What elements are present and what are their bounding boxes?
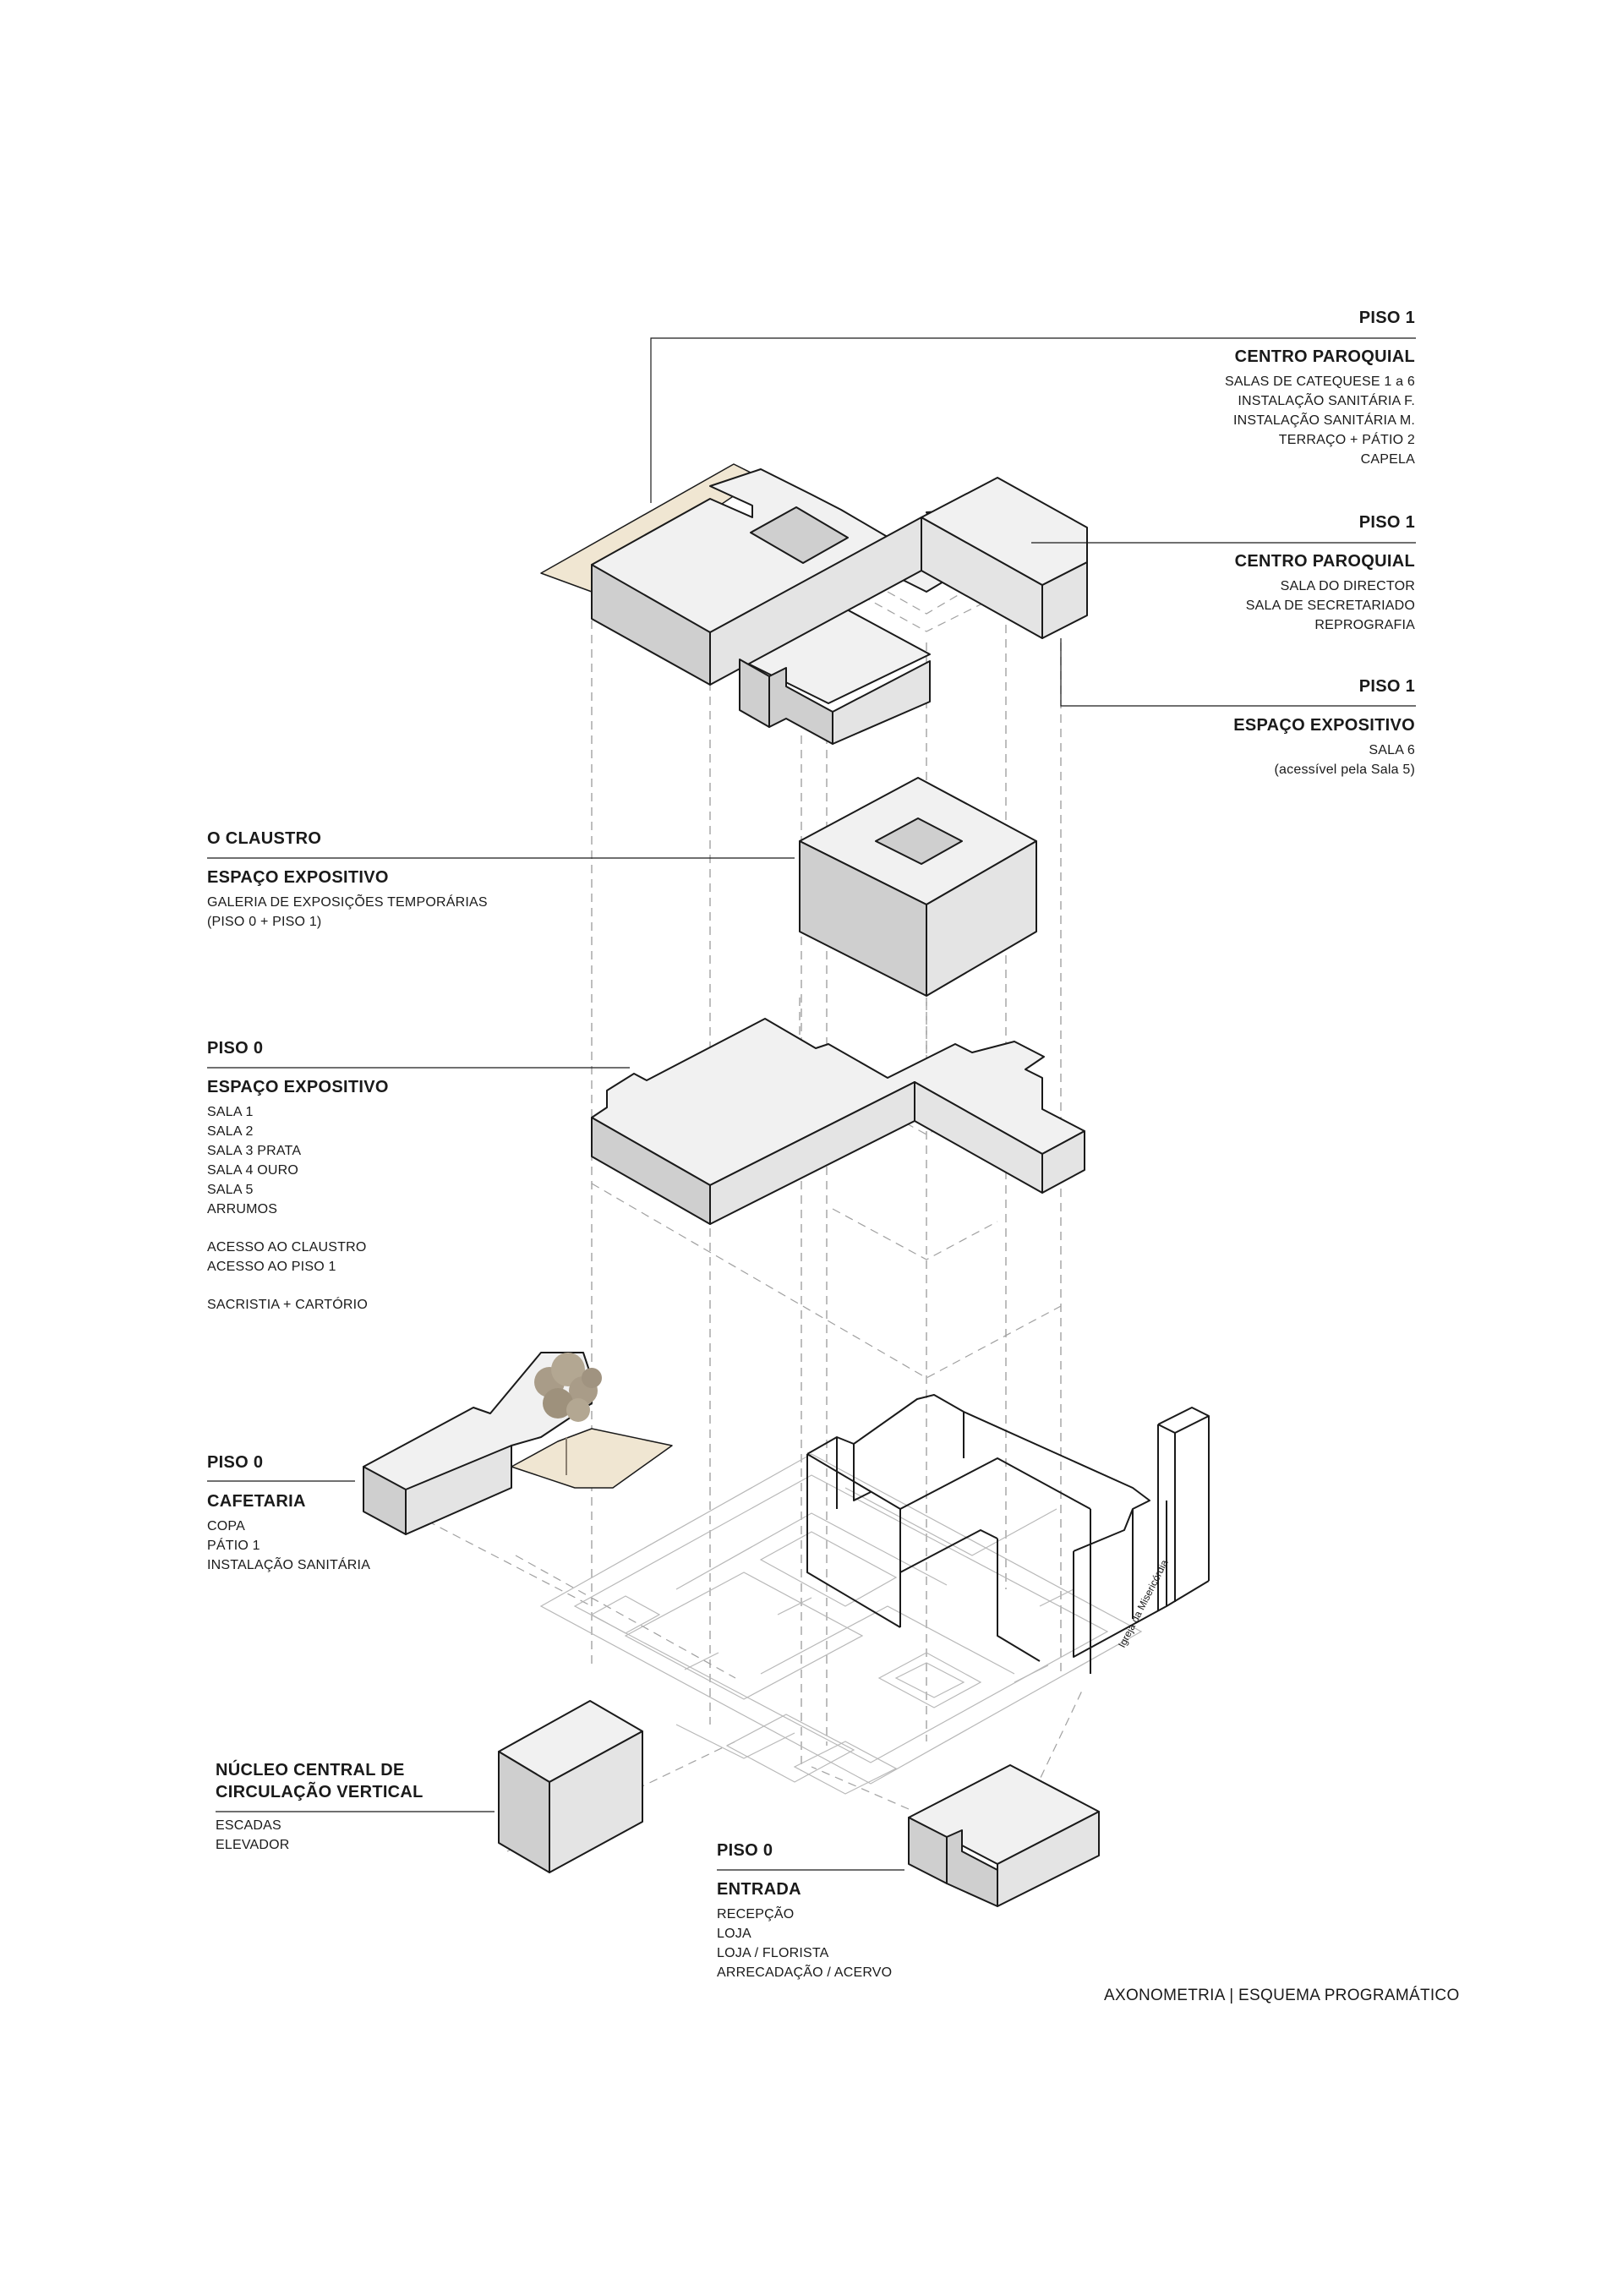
section-title: ESPAÇO EXPOSITIVO (207, 868, 389, 887)
item: GALERIA DE EXPOSIÇÕES TEMPORÁRIAS (207, 895, 488, 910)
label-piso1-centro-paroquial-a: PISO 1 CENTRO PAROQUIAL SALAS DE CATEQUE… (1225, 308, 1415, 469)
section-title: ESPAÇO EXPOSITIVO (207, 1078, 389, 1096)
lower-wing-right-face (832, 660, 931, 745)
item: TERRAÇO + PÁTIO 2 (1278, 433, 1415, 447)
leader-lines (207, 337, 1416, 1871)
piso1-centro-paroquial-mass (540, 463, 1088, 745)
item: SALA 5 (207, 1183, 254, 1197)
item: INSTALAÇÃO SANITÁRIA (207, 1558, 371, 1572)
item: COPA (207, 1519, 245, 1533)
item: (acessível pela Sala 5) (1274, 763, 1415, 777)
item: SACRISTIA + CARTÓRIO (207, 1298, 368, 1312)
section-title: ENTRADA (717, 1880, 801, 1899)
floor-label: PISO 1 (1358, 677, 1415, 696)
item: ACESSO AO PISO 1 (207, 1260, 336, 1274)
courtyard-void (750, 506, 849, 564)
item: ACESSO AO CLAUSTRO (207, 1240, 367, 1255)
diagonal-guides (363, 591, 1083, 1869)
item: ARRUMOS (207, 1202, 278, 1216)
item: PÁTIO 1 (207, 1539, 260, 1553)
label-claustro: O CLAUSTRO ESPAÇO EXPOSITIVO GALERIA DE … (207, 828, 488, 932)
piso0-exhibition-mass (591, 1018, 1085, 1225)
section-title: ESPAÇO EXPOSITIVO (1233, 716, 1415, 735)
floor-label: O CLAUSTRO (207, 829, 322, 848)
label-piso0-entrada: PISO 0 ENTRADA RECEPÇÃO LOJA LOJA / FLOR… (717, 1840, 892, 1982)
entrada-mass (908, 1764, 1100, 1907)
floor-label: PISO 0 (717, 1841, 773, 1860)
section-title: CENTRO PAROQUIAL (1234, 347, 1415, 366)
section-title: CENTRO PAROQUIAL (1234, 552, 1415, 571)
nucleo-mass (498, 1700, 643, 1873)
floor-plan-lines (539, 1453, 1143, 1795)
igreja-wireframe (806, 1394, 1210, 1674)
item: LOJA / FLORISTA (717, 1946, 829, 1960)
upper-wing-top-strip (921, 477, 1088, 586)
label-nucleo: NÚCLEO CENTRAL DE CIRCULAÇÃO VERTICAL ES… (216, 1760, 424, 1855)
item: (PISO 0 + PISO 1) (207, 915, 322, 929)
cube-right-face (926, 840, 1037, 997)
label-piso0-cafetaria: PISO 0 CAFETARIA COPA PÁTIO 1 INSTALAÇÃO… (207, 1452, 370, 1575)
cube-opening (875, 817, 963, 865)
diagram-caption: AXONOMETRIA | ESQUEMA PROGRAMÁTICO (1104, 1987, 1460, 2004)
floor-label: PISO 1 (1358, 513, 1415, 532)
label-piso1-centro-paroquial-b: PISO 1 CENTRO PAROQUIAL SALA DO DIRECTOR… (1235, 512, 1415, 635)
nucleo-right-face (549, 1730, 643, 1873)
floor-label: PISO 1 (1358, 309, 1415, 327)
claustro-cube (799, 777, 1037, 997)
item: SALA DO DIRECTOR (1280, 579, 1415, 593)
piso0-wing-end (1041, 1130, 1085, 1194)
section-title: CIRCULAÇÃO VERTICAL (216, 1783, 424, 1801)
section-title: CAFETARIA (207, 1492, 306, 1511)
item: SALA DE SECRETARIADO (1245, 599, 1415, 613)
item: RECEPÇÃO (717, 1907, 795, 1922)
patio1-shape (511, 1428, 673, 1489)
cafetaria-right-face (405, 1445, 512, 1535)
section-title: NÚCLEO CENTRAL DE (216, 1761, 405, 1779)
item: SALAS DE CATEQUESE 1 a 6 (1224, 374, 1415, 389)
item: LOJA (717, 1927, 751, 1941)
label-piso1-espaco-expositivo: PISO 1 ESPAÇO EXPOSITIVO SALA 6 (acessív… (1233, 676, 1415, 779)
item: REPROGRAFIA (1314, 618, 1415, 632)
label-piso0-espaco-expositivo: PISO 0 ESPAÇO EXPOSITIVO SALA 1 SALA 2 S… (207, 1038, 389, 1315)
tree-icon (534, 1353, 602, 1475)
floor-label: PISO 0 (207, 1453, 264, 1472)
item: ESCADAS (216, 1818, 281, 1833)
item: CAPELA (1360, 452, 1415, 467)
cafetaria-mass (363, 1352, 673, 1535)
item: SALA 6 (1369, 743, 1415, 757)
entrada-right-face (997, 1811, 1100, 1907)
item: SALA 3 PRATA (207, 1144, 302, 1158)
item: ARRECADAÇÃO / ACERVO (717, 1965, 893, 1980)
item: INSTALAÇÃO SANITÁRIA M. (1232, 413, 1415, 428)
item: ELEVADOR (216, 1838, 290, 1852)
item: SALA 4 OURO (207, 1163, 299, 1178)
item: SALA 1 (207, 1105, 254, 1119)
item: SALA 2 (207, 1124, 254, 1139)
item: INSTALAÇÃO SANITÁRIA F. (1238, 394, 1415, 408)
floor-label: PISO 0 (207, 1039, 264, 1058)
